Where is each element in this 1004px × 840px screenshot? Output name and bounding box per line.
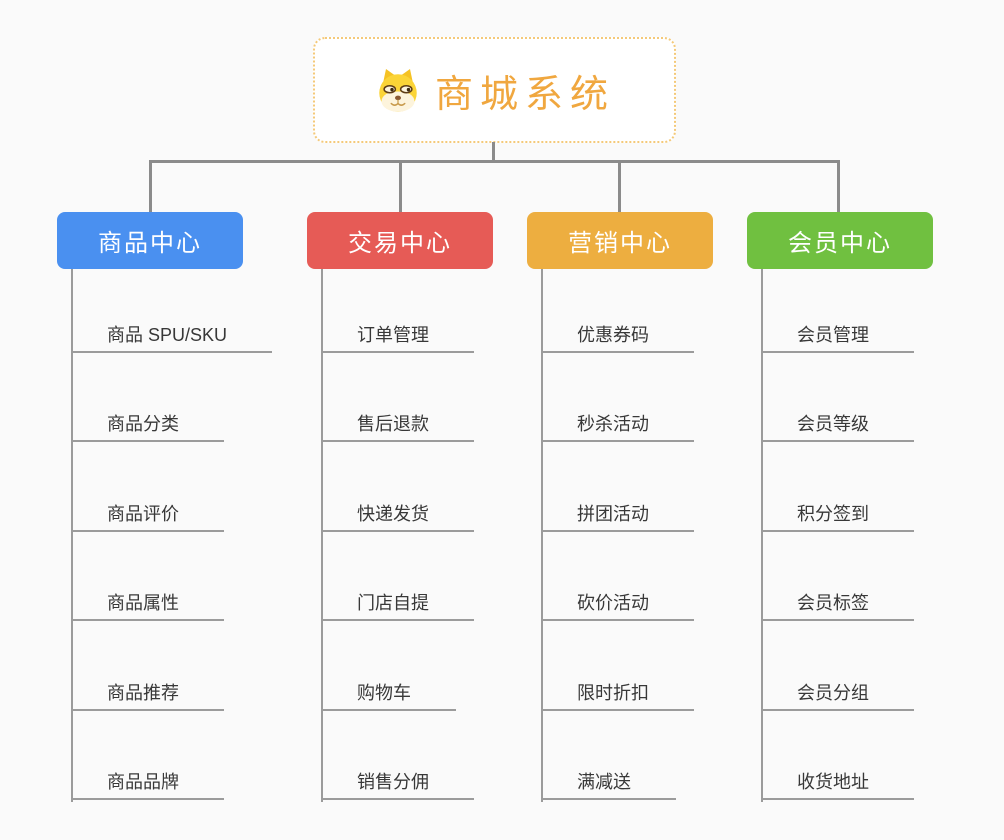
leaf-node[interactable]: 商品分类 xyxy=(71,353,224,443)
branch-trade-center: 交易中心 订单管理售后退款快递发货门店自提购物车销售分佣 xyxy=(307,212,493,802)
leaf-node[interactable]: 限时折扣 xyxy=(541,621,694,711)
branch-leaves: 会员管理会员等级积分签到会员标签会员分组收货地址 xyxy=(747,269,933,802)
leaf-node[interactable]: 商品属性 xyxy=(71,532,224,622)
connector-drop-line xyxy=(149,160,152,212)
leaf-node[interactable]: 购物车 xyxy=(321,621,456,711)
branch-header[interactable]: 营销中心 xyxy=(527,212,713,269)
leaf-node[interactable]: 快递发货 xyxy=(321,442,474,532)
connector-drop-line xyxy=(399,160,402,212)
leaf-node[interactable]: 收货地址 xyxy=(761,711,914,800)
leaf-node[interactable]: 满减送 xyxy=(541,711,676,800)
leaf-node[interactable]: 砍价活动 xyxy=(541,532,694,622)
leaf-node[interactable]: 会员标签 xyxy=(761,532,914,622)
leaf-node[interactable]: 销售分佣 xyxy=(321,711,474,800)
branch-header[interactable]: 会员中心 xyxy=(747,212,933,269)
branch-header[interactable]: 交易中心 xyxy=(307,212,493,269)
leaf-node[interactable]: 商品评价 xyxy=(71,442,224,532)
connector-bus-line xyxy=(149,160,840,163)
leaf-node[interactable]: 积分签到 xyxy=(761,442,914,532)
branch-header[interactable]: 商品中心 xyxy=(57,212,243,269)
leaf-node[interactable]: 会员分组 xyxy=(761,621,914,711)
leaf-node[interactable]: 会员等级 xyxy=(761,353,914,443)
leaf-node[interactable]: 订单管理 xyxy=(321,269,474,353)
leaf-node[interactable]: 门店自提 xyxy=(321,532,474,622)
leaf-node[interactable]: 商品品牌 xyxy=(71,711,224,800)
branch-member-center: 会员中心 会员管理会员等级积分签到会员标签会员分组收货地址 xyxy=(747,212,933,802)
connector-root-stem xyxy=(492,142,495,162)
leaf-node[interactable]: 商品 SPU/SKU xyxy=(71,269,273,353)
leaf-node[interactable]: 优惠券码 xyxy=(541,269,694,353)
leaf-node[interactable]: 商品推荐 xyxy=(71,621,224,711)
leaf-node[interactable]: 秒杀活动 xyxy=(541,353,694,443)
leaf-node[interactable]: 会员管理 xyxy=(761,269,914,353)
root-node[interactable]: 商城系统 xyxy=(313,37,676,143)
branch-leaves: 优惠券码秒杀活动拼团活动砍价活动限时折扣满减送 xyxy=(527,269,713,802)
branch-marketing-center: 营销中心 优惠券码秒杀活动拼团活动砍价活动限时折扣满减送 xyxy=(527,212,713,802)
leaf-node[interactable]: 拼团活动 xyxy=(541,442,694,532)
dog-face-icon xyxy=(379,69,417,112)
connector-drop-line xyxy=(618,160,621,212)
connector-drop-line xyxy=(837,160,840,212)
leaf-node[interactable]: 售后退款 xyxy=(321,353,474,443)
root-title: 商城系统 xyxy=(434,73,615,116)
branch-leaves: 订单管理售后退款快递发货门店自提购物车销售分佣 xyxy=(307,269,493,802)
